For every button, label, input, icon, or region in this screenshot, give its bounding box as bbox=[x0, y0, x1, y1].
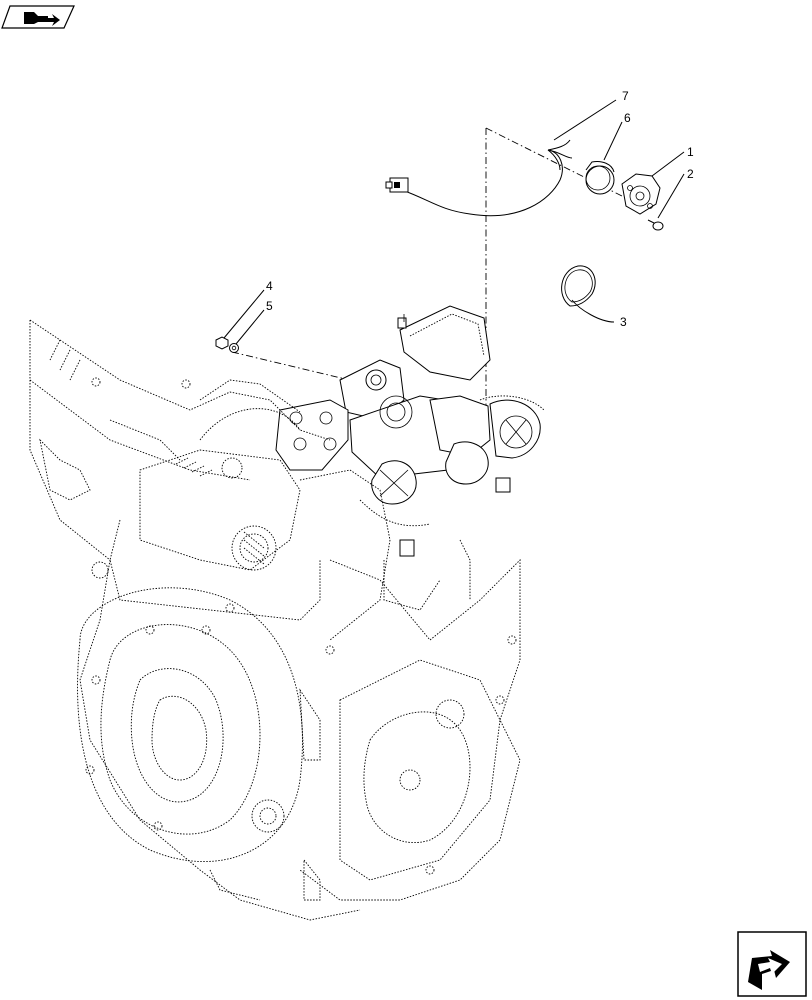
transmission-housing bbox=[29, 319, 521, 921]
callout-labels: 7 6 1 2 3 4 5 bbox=[266, 89, 694, 329]
book-nav-icon[interactable] bbox=[1, 5, 75, 29]
sensor bbox=[621, 173, 661, 215]
sensor-cap bbox=[585, 161, 615, 195]
callout-2: 2 bbox=[687, 167, 694, 181]
callout-6: 6 bbox=[624, 111, 631, 125]
valve-block-assembly bbox=[275, 305, 545, 557]
callout-7: 7 bbox=[622, 89, 629, 103]
next-page-arrow-icon[interactable] bbox=[737, 931, 807, 997]
callout-5: 5 bbox=[266, 299, 273, 313]
alignment-lines bbox=[231, 127, 641, 420]
nut-and-washer bbox=[215, 336, 239, 353]
wiring-harness bbox=[385, 139, 573, 217]
callout-4: 4 bbox=[266, 279, 273, 293]
leader-lines bbox=[223, 99, 685, 345]
callout-1: 1 bbox=[687, 145, 694, 159]
screw bbox=[647, 219, 664, 231]
callout-3: 3 bbox=[620, 315, 627, 329]
o-ring bbox=[561, 265, 596, 307]
